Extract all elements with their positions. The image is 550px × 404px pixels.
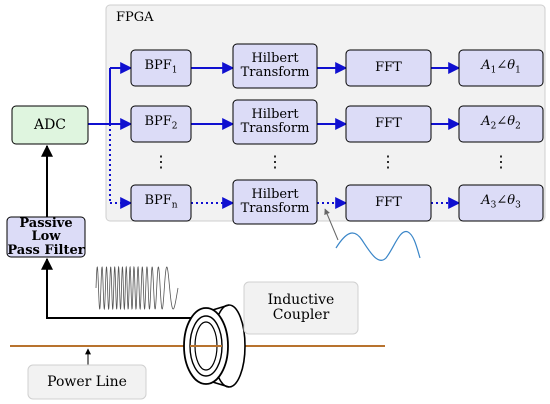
bpfn-label: BPFn	[131, 185, 191, 221]
raw-signal-waveform	[95, 265, 179, 311]
out2-label: A2∠θ2	[459, 106, 543, 142]
hilbertn-label: Hilbert Transform	[233, 180, 317, 224]
hilbertn-line1: Hilbert	[251, 187, 299, 203]
outn-a-sub: 3	[490, 201, 497, 212]
bpf2-block	[130, 105, 192, 143]
outn-theta-sub: 3	[515, 201, 521, 212]
fft2-text: FFT	[375, 116, 402, 132]
out2-a-sub: 2	[490, 122, 497, 133]
outn-label: A3∠θ3	[459, 185, 543, 221]
bpfn-sub: n	[171, 201, 178, 212]
fft1-block	[345, 49, 432, 87]
hilbert2-line1: Hilbert	[251, 107, 299, 123]
adc-block	[11, 105, 89, 145]
bpf2-label: BPF2	[131, 106, 191, 142]
bpfn-block	[130, 184, 192, 222]
hilbertn-block	[232, 179, 318, 225]
out2-angle: ∠	[496, 114, 508, 130]
hilbert1-line1: Hilbert	[251, 51, 299, 67]
out2-theta: θ	[507, 114, 516, 130]
out1-a: A	[481, 58, 491, 74]
out1-theta: θ	[507, 58, 516, 74]
adc-label-text: ADC	[33, 116, 67, 133]
ellipsis-hilbert: ⋮	[267, 151, 283, 171]
sine-wave	[335, 230, 421, 261]
arrow-coupler-filter	[41, 257, 200, 319]
coupler-label: Inductive Coupler	[244, 282, 358, 334]
hilbert1-line2: Transform	[240, 65, 310, 80]
out1-angle: ∠	[496, 58, 508, 74]
hilbert2-block	[232, 99, 318, 145]
out1-a-sub: 1	[490, 66, 497, 77]
bpf2-sub: 2	[171, 122, 178, 133]
coupler-label-line1: Inductive	[267, 292, 335, 309]
fft1-label: FFT	[346, 50, 431, 86]
out1-label: A1∠θ1	[459, 50, 543, 86]
bpf1-sub: 1	[171, 66, 178, 77]
inductive-coupler-ring	[183, 304, 246, 396]
adc-label: ADC	[12, 106, 88, 144]
ellipsis-out: ⋮	[493, 151, 509, 171]
hilbert1-block	[232, 43, 318, 89]
fft1-text: FFT	[375, 60, 402, 76]
hilbertn-line2: Transform	[240, 201, 310, 216]
hilbert2-label: Hilbert Transform	[233, 100, 317, 144]
out1-theta-sub: 1	[515, 66, 521, 77]
fft2-label: FFT	[346, 106, 431, 142]
bpf1-text: BPF	[144, 58, 172, 74]
out1-block	[458, 49, 544, 87]
filter-label-line1: Passive Low	[19, 215, 73, 245]
bpf1-block	[130, 49, 192, 87]
filter-label-line2: Pass Filter	[7, 242, 85, 258]
coupler-label-line2: Coupler	[272, 307, 330, 323]
out2-block	[458, 105, 544, 143]
hilbert1-label: Hilbert Transform	[233, 44, 317, 88]
fft2-block	[345, 105, 432, 143]
outn-block	[458, 184, 544, 222]
fftn-text: FFT	[375, 195, 402, 211]
fftn-block	[345, 184, 432, 222]
power-line-label-text: Power Line	[47, 373, 127, 390]
fpga-title: FPGA	[116, 10, 154, 25]
out2-a: A	[481, 114, 491, 130]
sine-callout-line	[324, 208, 339, 241]
bpfn-text: BPF	[144, 193, 172, 209]
outn-a: A	[481, 193, 491, 209]
bpf2-text: BPF	[144, 114, 172, 130]
power-line-label: Power Line	[28, 365, 146, 399]
out2-theta-sub: 2	[515, 122, 521, 133]
power-line-label-box	[27, 364, 147, 400]
bpf1-label: BPF1	[131, 50, 191, 86]
hilbert2-line2: Transform	[240, 121, 310, 136]
fftn-label: FFT	[346, 185, 431, 221]
outn-angle: ∠	[496, 193, 508, 209]
coupler-label-box	[243, 281, 359, 335]
ellipsis-fft: ⋮	[380, 151, 396, 171]
ellipsis-bpf: ⋮	[153, 151, 169, 171]
filter-label: Passive Low Pass Filter	[7, 215, 85, 258]
fpga-region	[105, 4, 546, 222]
outn-theta: θ	[507, 193, 516, 209]
